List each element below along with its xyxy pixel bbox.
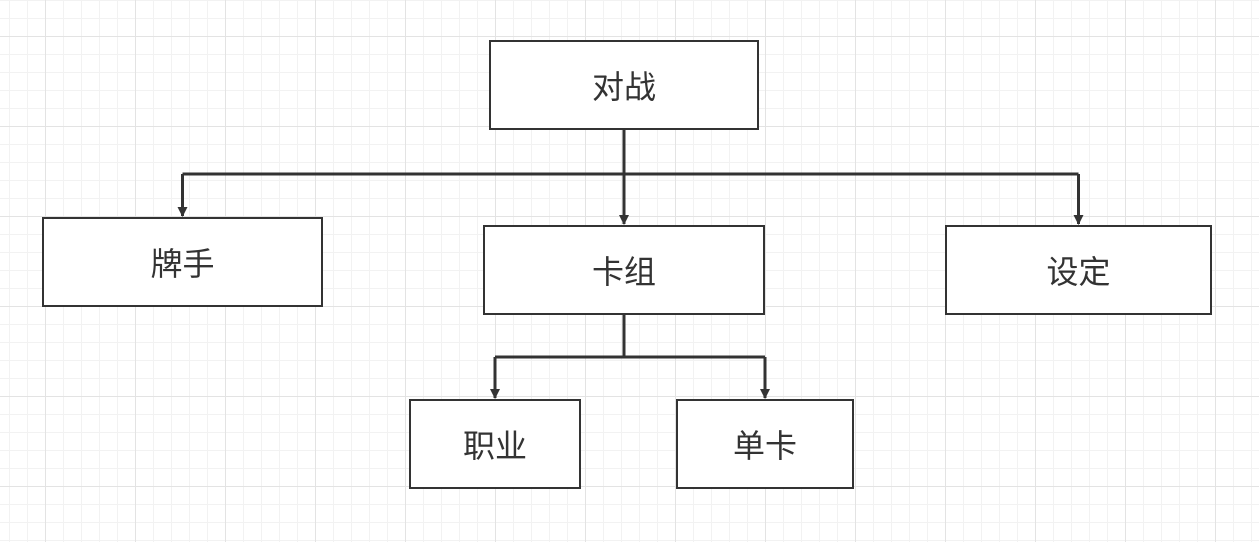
node-class[interactable]: 职业: [409, 399, 581, 489]
node-label-deck: 卡组: [591, 253, 656, 291]
node-label-single-card: 单卡: [732, 427, 797, 465]
node-label-settings: 设定: [1046, 253, 1111, 291]
node-deck[interactable]: 卡组: [483, 225, 765, 315]
node-root[interactable]: 对战: [489, 40, 759, 130]
node-settings[interactable]: 设定: [945, 225, 1212, 315]
node-label-hand: 牌手: [150, 245, 215, 283]
node-label-class: 职业: [462, 427, 527, 465]
node-single-card[interactable]: 单卡: [676, 399, 854, 489]
node-hand[interactable]: 牌手: [42, 217, 323, 307]
node-label-root: 对战: [591, 68, 656, 106]
